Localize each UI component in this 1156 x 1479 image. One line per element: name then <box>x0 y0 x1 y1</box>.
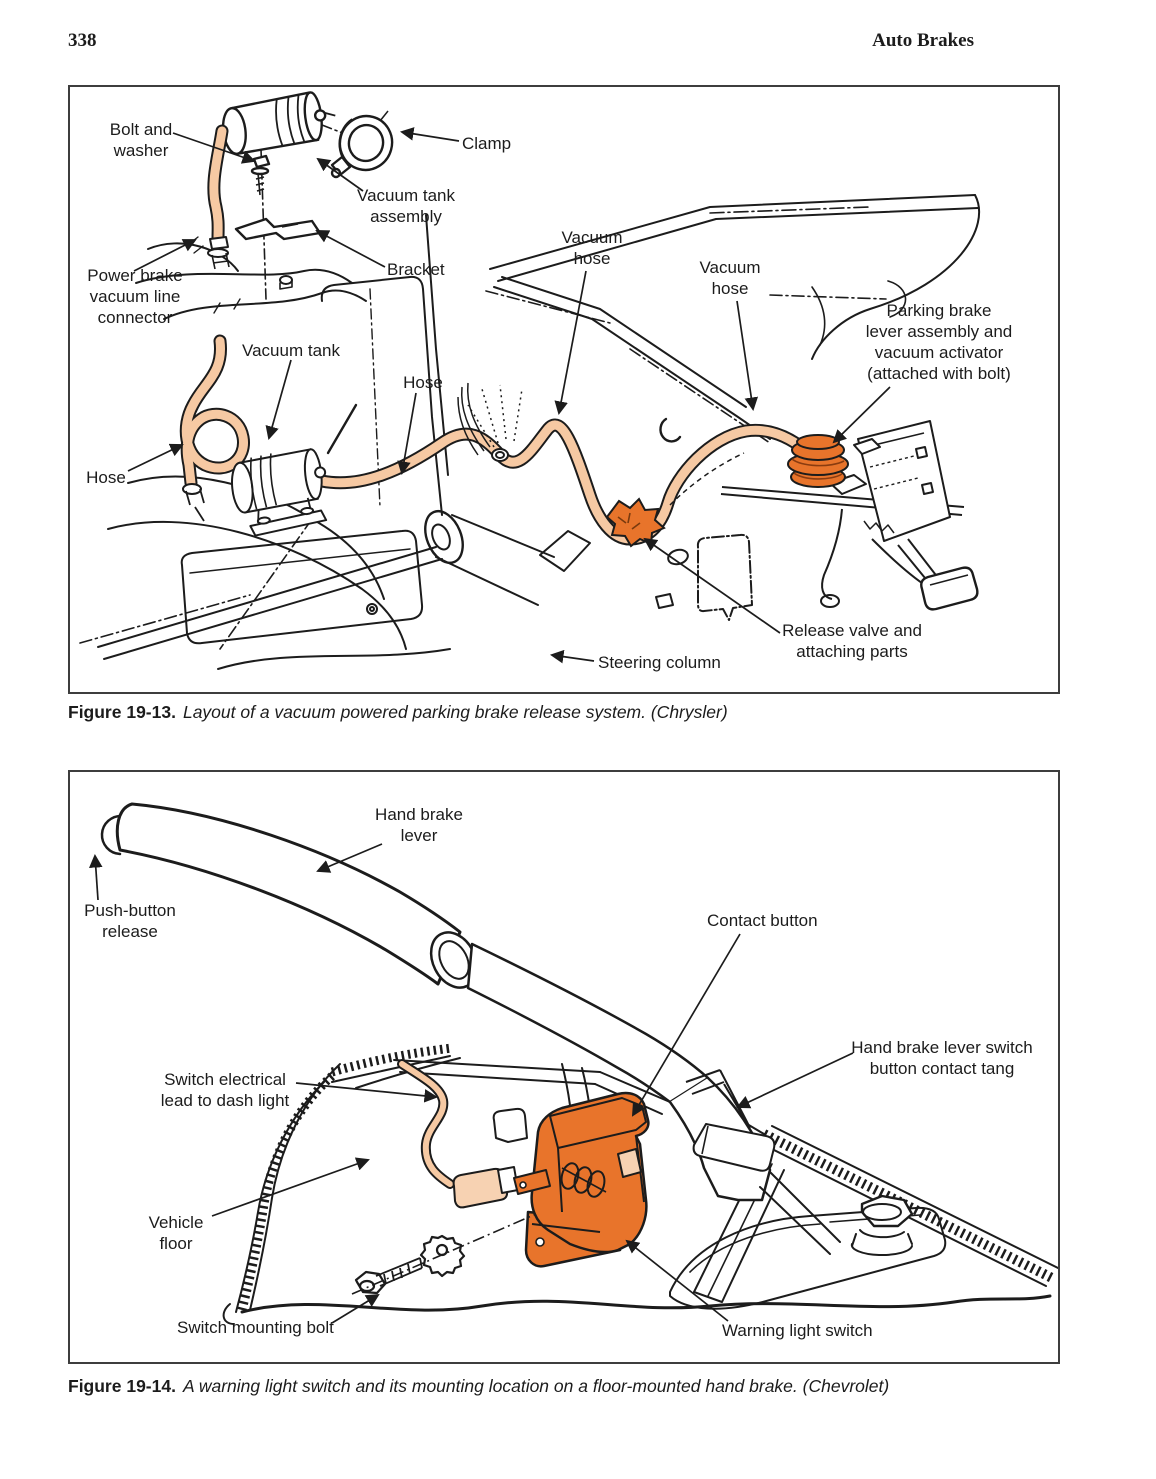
page-number: 338 <box>68 30 97 51</box>
figure-19-14-caption: Figure 19-14. A warning light switch and … <box>68 1376 1028 1397</box>
label-power-brake-vacuum-line-connector: Power brake vacuum line connector <box>87 266 183 327</box>
label-bracket: Bracket <box>387 260 445 279</box>
label-hose-upper: Hose <box>403 373 443 392</box>
lead-connector <box>452 1166 527 1209</box>
figure-19-13-caption-label: Figure 19-13. <box>68 702 176 722</box>
label-warning-light-switch: Warning light switch <box>722 1321 873 1340</box>
figure-19-14-drawing <box>89 802 1058 1325</box>
label-vehicle-floor: Vehicle floor <box>148 1213 204 1253</box>
leader-lines <box>127 127 891 664</box>
label-contact-tang: Hand brake lever switch button contact t… <box>851 1038 1033 1078</box>
label-switch-mounting-bolt: Switch mounting bolt <box>177 1318 334 1337</box>
label-steering-column: Steering column <box>598 653 721 672</box>
grommet-details <box>457 382 745 506</box>
label-contact-button: Contact button <box>707 911 818 930</box>
parking-brake-assembly-art <box>720 420 979 611</box>
label-vacuum-hose-right: Vacuum hose <box>699 258 761 298</box>
vacuum-activator-art <box>787 434 849 488</box>
label-clamp: Clamp <box>462 134 512 153</box>
label-vacuum-tank-assembly: Vacuum tank assembly <box>357 186 455 226</box>
figure-19-14-caption-label: Figure 19-14. <box>68 1376 176 1396</box>
label-push-button-release: Push-button release <box>84 901 176 941</box>
label-hand-brake-lever: Hand brake lever <box>375 805 463 845</box>
label-hose-left: Hose <box>86 468 126 487</box>
figure-19-13-caption-body: Layout of a vacuum powered parking brake… <box>182 702 728 722</box>
label-switch-electrical-lead: Switch electrical lead to dash light <box>160 1070 290 1110</box>
fittings <box>182 236 509 537</box>
label-release-valve: Release valve and attaching parts <box>782 621 922 661</box>
contact-tang-art <box>685 1069 776 1172</box>
label-bolt-and-washer: Bolt and washer <box>109 120 173 160</box>
vacuum-tank-assembly-art <box>221 91 394 241</box>
electrical-lead <box>397 1059 455 1189</box>
hand-brake-lever-art <box>100 802 841 1255</box>
figure-19-14-caption-body: A warning light switch and its mounting … <box>182 1376 890 1396</box>
label-parking-brake-lever-assembly: Parking brake lever assembly and vacuum … <box>865 301 1013 383</box>
warning-light-switch-art <box>513 1091 650 1268</box>
body-structure <box>79 124 981 670</box>
label-vacuum-hose-left: Vacuum hose <box>561 228 623 268</box>
label-vacuum-tank: Vacuum tank <box>242 341 340 360</box>
figure-19-14: Hand brake lever Push-button release Con… <box>68 770 1060 1364</box>
leader-lines <box>89 843 854 1324</box>
floor-structure <box>222 1043 1058 1325</box>
mounting-bolt-art <box>351 1213 537 1295</box>
figure-19-13-drawing <box>79 91 981 670</box>
figure-19-13-caption: Figure 19-13. Layout of a vacuum powered … <box>68 702 1028 723</box>
release-valve-art <box>605 497 666 548</box>
running-head: Auto Brakes <box>872 30 974 51</box>
hoses <box>179 124 811 546</box>
figure-19-13: Bolt and washer Clamp Vacuum tank assemb… <box>68 85 1060 694</box>
